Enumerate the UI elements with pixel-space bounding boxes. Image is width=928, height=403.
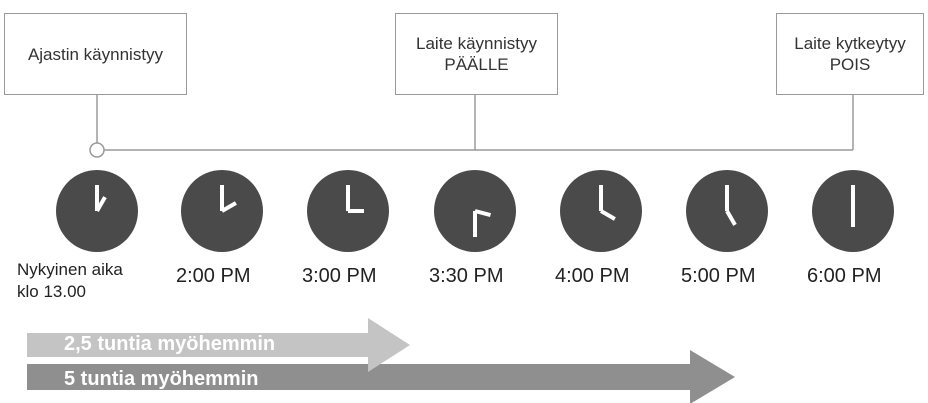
callout-device-on-line1: Laite käynnistyy <box>416 34 537 53</box>
clock-icon <box>307 170 389 252</box>
arrow-short <box>27 318 410 372</box>
timeline-start-node <box>89 142 105 158</box>
clock-hour-hand <box>725 210 737 226</box>
clock-icon <box>812 170 894 252</box>
time-label-4pm: 4:00 PM <box>555 265 630 287</box>
callout-timer-start: Ajastin käynnistyy <box>4 13 187 95</box>
current-time-line1: Nykyinen aika <box>17 260 123 279</box>
clock-icon <box>560 170 642 252</box>
time-label-6pm: 6:00 PM <box>807 265 882 287</box>
callout-device-off: Laite kytkeytyy POIS <box>776 13 924 95</box>
arrow-long-label: 5 tuntia myöhemmin <box>64 368 259 390</box>
clocks <box>56 170 894 252</box>
clock-icon <box>181 170 263 252</box>
clock-icon <box>56 170 138 252</box>
callout-device-off-line2: POIS <box>829 55 871 74</box>
clock-icon <box>434 170 516 252</box>
time-label-2pm: 2:00 PM <box>176 265 251 287</box>
callout-device-on-line2: PÄÄLLE <box>444 55 509 74</box>
callout-device-off-line1: Laite kytkeytyy <box>794 34 906 53</box>
current-time-label: Nykyinen aika klo 13.00 <box>17 259 123 303</box>
time-label-3pm: 3:00 PM <box>302 265 377 287</box>
clock-hour-hand <box>474 209 492 218</box>
callout-timer-start-text: Ajastin käynnistyy <box>27 44 164 64</box>
arrow-short-label: 2,5 tuntia myöhemmin <box>64 333 276 355</box>
arrow-long <box>27 350 735 403</box>
callout-device-on: Laite käynnistyy PÄÄLLE <box>395 13 558 95</box>
clock-icon <box>686 170 768 252</box>
current-time-line2: klo 13.00 <box>17 282 86 301</box>
time-label-330pm: 3:30 PM <box>429 265 504 287</box>
clock-hour-hand <box>600 209 616 221</box>
clock-hour-hand <box>95 196 107 212</box>
clock-hour-hand <box>221 201 237 213</box>
time-label-5pm: 5:00 PM <box>681 265 756 287</box>
